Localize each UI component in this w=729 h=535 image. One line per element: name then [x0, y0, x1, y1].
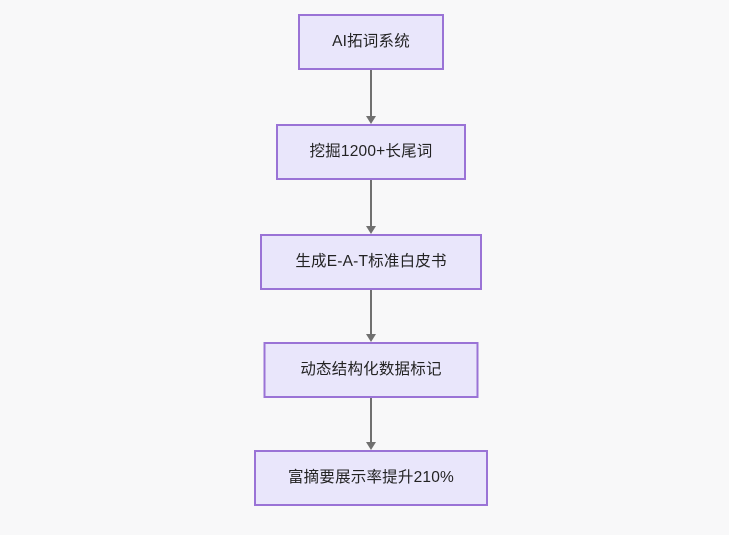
- arrow-down-icon: [366, 334, 376, 342]
- flow-node-ai-keyword-system[interactable]: AI拓词系统: [298, 14, 444, 70]
- flow-node-label: 动态结构化数据标记: [300, 361, 442, 379]
- flow-node-label: AI拓词系统: [332, 33, 410, 51]
- flow-node-label: 富摘要展示率提升210%: [287, 469, 455, 487]
- flow-connector-n1-n2: [366, 70, 376, 124]
- arrow-down-icon: [366, 442, 376, 450]
- flow-node-mine-longtail-keywords[interactable]: 挖掘1200+长尾词: [276, 124, 466, 180]
- flow-connector-n2-n3: [366, 180, 376, 234]
- connector-line: [370, 398, 372, 442]
- flow-node-rich-snippet-impression-uplift[interactable]: 富摘要展示率提升210%: [254, 450, 488, 506]
- flow-connector-n4-n5: [366, 398, 376, 450]
- flow-node-label: 生成E-A-T标准白皮书: [295, 253, 447, 271]
- arrow-down-icon: [366, 226, 376, 234]
- arrow-down-icon: [366, 116, 376, 124]
- connector-line: [370, 290, 372, 334]
- connector-line: [370, 70, 372, 116]
- connector-line: [370, 180, 372, 226]
- flow-connector-n3-n4: [366, 290, 376, 342]
- flow-node-generate-eat-whitepaper[interactable]: 生成E-A-T标准白皮书: [260, 234, 482, 290]
- flow-node-label: 挖掘1200+长尾词: [309, 143, 433, 161]
- flow-node-dynamic-structured-data-markup[interactable]: 动态结构化数据标记: [263, 342, 479, 398]
